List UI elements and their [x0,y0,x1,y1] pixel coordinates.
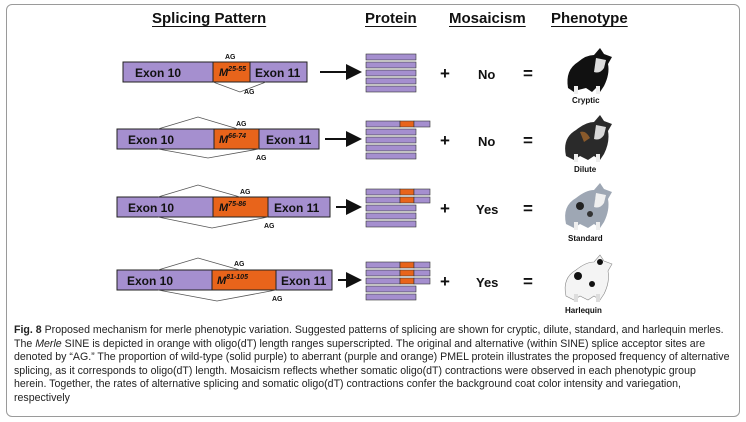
mosaicism-value: No [478,134,495,149]
dog-standard-image [565,183,612,230]
splice-line-orig [157,289,277,302]
equals-sign: = [523,272,533,291]
phenotype-label: Standard [568,234,603,243]
mosaicism-value: Yes [476,275,498,290]
exon11-box [258,128,320,150]
splice-line-alt [157,184,241,198]
ag-label-alt: AG [234,261,245,268]
protein-stack [365,53,417,93]
caption-text-1: Proposed mechanism for merle phenotypic … [14,324,724,350]
figure-caption: Fig. 8 Proposed mechanism for merle phen… [14,324,730,405]
figure-diagram: Exon 10 M25-55 Exon 11 AG AG + No = Cryp… [116,48,613,315]
dog-harlequin-image [564,254,613,302]
plus-sign: + [440,131,450,150]
equals-sign: = [523,199,533,218]
row-cryptic: Exon 10 M25-55 Exon 11 AG AG + No = Cryp… [122,48,612,105]
ag-label-alt: AG [236,121,247,128]
exon10-label: Exon 10 [128,201,174,215]
mosaicism-value: Yes [476,202,498,217]
splice-line-alt [157,116,239,130]
equals-sign: = [523,64,533,83]
header-splicing-pattern: Splicing Pattern [152,10,267,27]
plus-sign: + [440,272,450,291]
sine-label: M25-55 [219,66,246,79]
dog-cryptic-image [567,48,612,94]
dog-dilute-image [565,115,612,162]
ag-label-alt: AG [225,54,236,61]
ag-label-orig: AG [244,89,255,96]
splice-line-orig [157,148,260,159]
protein-stack [365,188,431,228]
sine-label: M81-105 [217,274,248,287]
sine-label: M66-74 [219,133,246,146]
mosaicism-value: No [478,67,495,82]
splice-line-alt [157,257,241,271]
row-standard: Exon 10 M75-86 Exon 11 AG AG + Yes = [116,183,612,243]
plus-sign: + [440,199,450,218]
exon10-label: Exon 10 [135,66,181,80]
exon10-label: Exon 10 [128,133,174,147]
plus-sign: + [440,64,450,83]
ag-label-orig: AG [264,223,275,230]
header-mosaicism: Mosaicism [449,10,526,27]
header-protein: Protein [365,10,417,27]
phenotype-label: Cryptic [572,96,600,105]
ag-label-alt: AG [240,189,251,196]
caption-text-2: SINE is depicted in orange with oligo(dT… [14,337,730,404]
row-dilute: Exon 10 M66-74 Exon 11 AG AG + No = Dil [116,115,612,174]
phenotype-label: Dilute [574,165,597,174]
figure-label: Fig. 8 [14,324,42,336]
ag-label-orig: AG [272,296,283,303]
protein-stack [365,120,431,160]
exon11-label: Exon 11 [255,66,301,80]
phenotype-label: Harlequin [565,306,602,315]
exon10-label: Exon 10 [127,274,173,288]
ag-label-orig: AG [256,155,267,162]
sine-label: M75-86 [219,201,246,214]
exon11-label: Exon 11 [281,274,327,288]
row-harlequin: Exon 10 M81-105 Exon 11 AG AG + Yes = [116,254,613,315]
protein-stack [365,261,431,301]
exon11-box [249,61,308,83]
header-phenotype: Phenotype [551,10,628,27]
splice-line-orig [157,216,269,229]
exon11-box [267,196,331,218]
exon11-label: Exon 11 [274,201,320,215]
exon11-label: Exon 11 [266,133,312,147]
caption-merle-italic: Merle [35,337,62,350]
equals-sign: = [523,131,533,150]
exon11-box [275,269,333,291]
splice-line [212,81,267,93]
